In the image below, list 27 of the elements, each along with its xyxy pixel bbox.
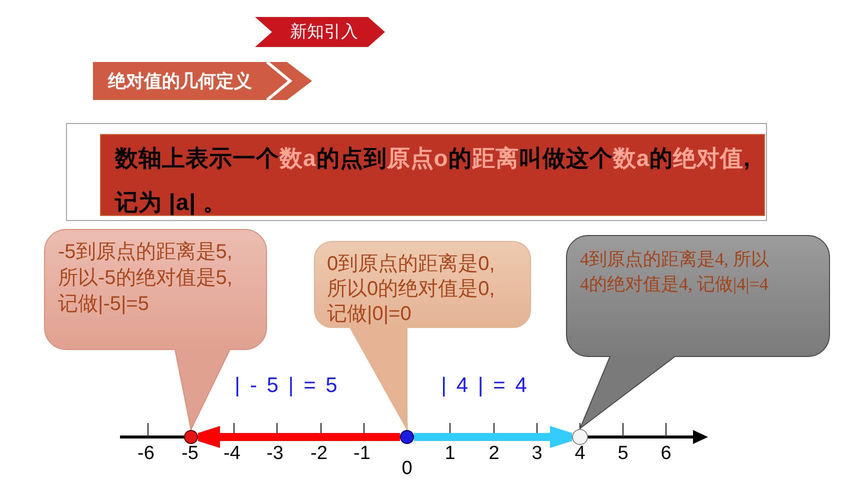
tick-label: 5 (618, 443, 628, 465)
tick-label: 3 (532, 443, 542, 465)
title-text: 绝对值的几何定义 (106, 70, 252, 92)
tick-label: 4 (574, 443, 586, 465)
banner-text: 新知引入 (289, 22, 358, 42)
speech-bubble (44, 229, 267, 430)
definition-box (100, 134, 765, 216)
title-banner (93, 62, 313, 100)
tick-label: -5 (182, 443, 198, 465)
chevron-banner (255, 17, 385, 47)
speech-bubble (566, 235, 830, 429)
tick-label: -1 (354, 443, 370, 465)
equation-label: | 4 | = 4 (441, 374, 529, 398)
tick-label: -2 (310, 443, 328, 465)
tick-label: 1 (444, 443, 456, 465)
definition-text: 数轴上表示一个数a的点到原点o的距离叫做这个数a的绝对值,记为 |a| 。 (115, 144, 752, 218)
tick-label: -6 (138, 443, 154, 465)
tick-label: -3 (266, 443, 284, 465)
tick-label: 0 (402, 458, 412, 480)
tick-label: -4 (224, 443, 240, 465)
bubble-text: 0到原点的距离是0,所以0的绝对值是0,记做|0|=0 (327, 252, 496, 327)
tick-label: 2 (488, 443, 500, 465)
tick-label: 6 (660, 443, 672, 465)
bubble-text: -5到原点的距离是5,所以-5的绝对值是5,记做|-5|=5 (58, 240, 234, 317)
equation-label: | - 5 | = 5 (234, 374, 340, 398)
speech-bubble (314, 241, 531, 430)
bubble-text: 4到原点的距离是4, 所以4的绝对值是4, 记做|4|=4 (580, 248, 770, 296)
